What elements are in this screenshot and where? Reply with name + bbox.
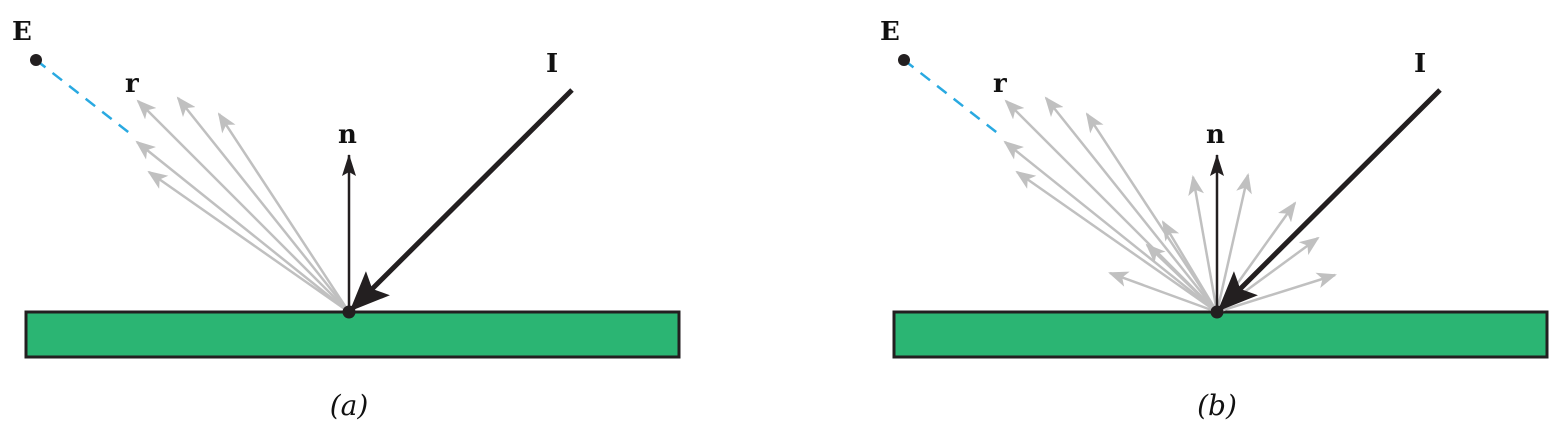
label-incident: I	[546, 49, 558, 79]
eye-direction-line	[903, 59, 1001, 136]
panel-a: Er n I (a)	[12, 17, 681, 422]
label-eye: E	[12, 17, 32, 47]
eye-direction-line	[35, 59, 133, 136]
label-reflect: r	[993, 69, 1007, 99]
label-reflect: r	[125, 69, 139, 99]
reflected-ray-arrow	[1044, 96, 1218, 313]
caption-a: (a)	[330, 389, 369, 422]
label-eye: E	[880, 17, 900, 47]
incident-light-arrow	[349, 88, 574, 312]
incidence-point	[1210, 305, 1224, 319]
reflected-ray-arrow	[147, 170, 350, 314]
reflected-ray-arrow	[1003, 140, 1218, 313]
reflected-ray-arrow	[1188, 175, 1219, 313]
reflected-ray-arrow	[1145, 243, 1218, 313]
surface	[892, 310, 1549, 359]
panel-b: Er n I (b)	[880, 17, 1549, 422]
eye-point	[30, 54, 42, 66]
reflected-ray-arrow	[1161, 220, 1219, 313]
reflected-ray-arrow	[1085, 112, 1219, 313]
eye-point	[898, 54, 910, 66]
label-normal: n	[338, 120, 357, 150]
reflected-ray-arrow	[135, 140, 350, 313]
reflected-ray-arrow	[136, 99, 350, 313]
incident-light-arrow	[1217, 88, 1442, 312]
reflected-ray-arrow	[176, 96, 350, 313]
label-incident: I	[1414, 49, 1426, 79]
reflected-ray-arrow	[1015, 170, 1218, 314]
incidence-point	[342, 305, 356, 319]
reflected-ray-arrow	[217, 112, 351, 313]
caption-b: (b)	[1197, 389, 1237, 422]
label-normal: n	[1206, 120, 1225, 150]
reflected-ray-arrow	[1108, 271, 1218, 314]
surface	[24, 310, 681, 359]
